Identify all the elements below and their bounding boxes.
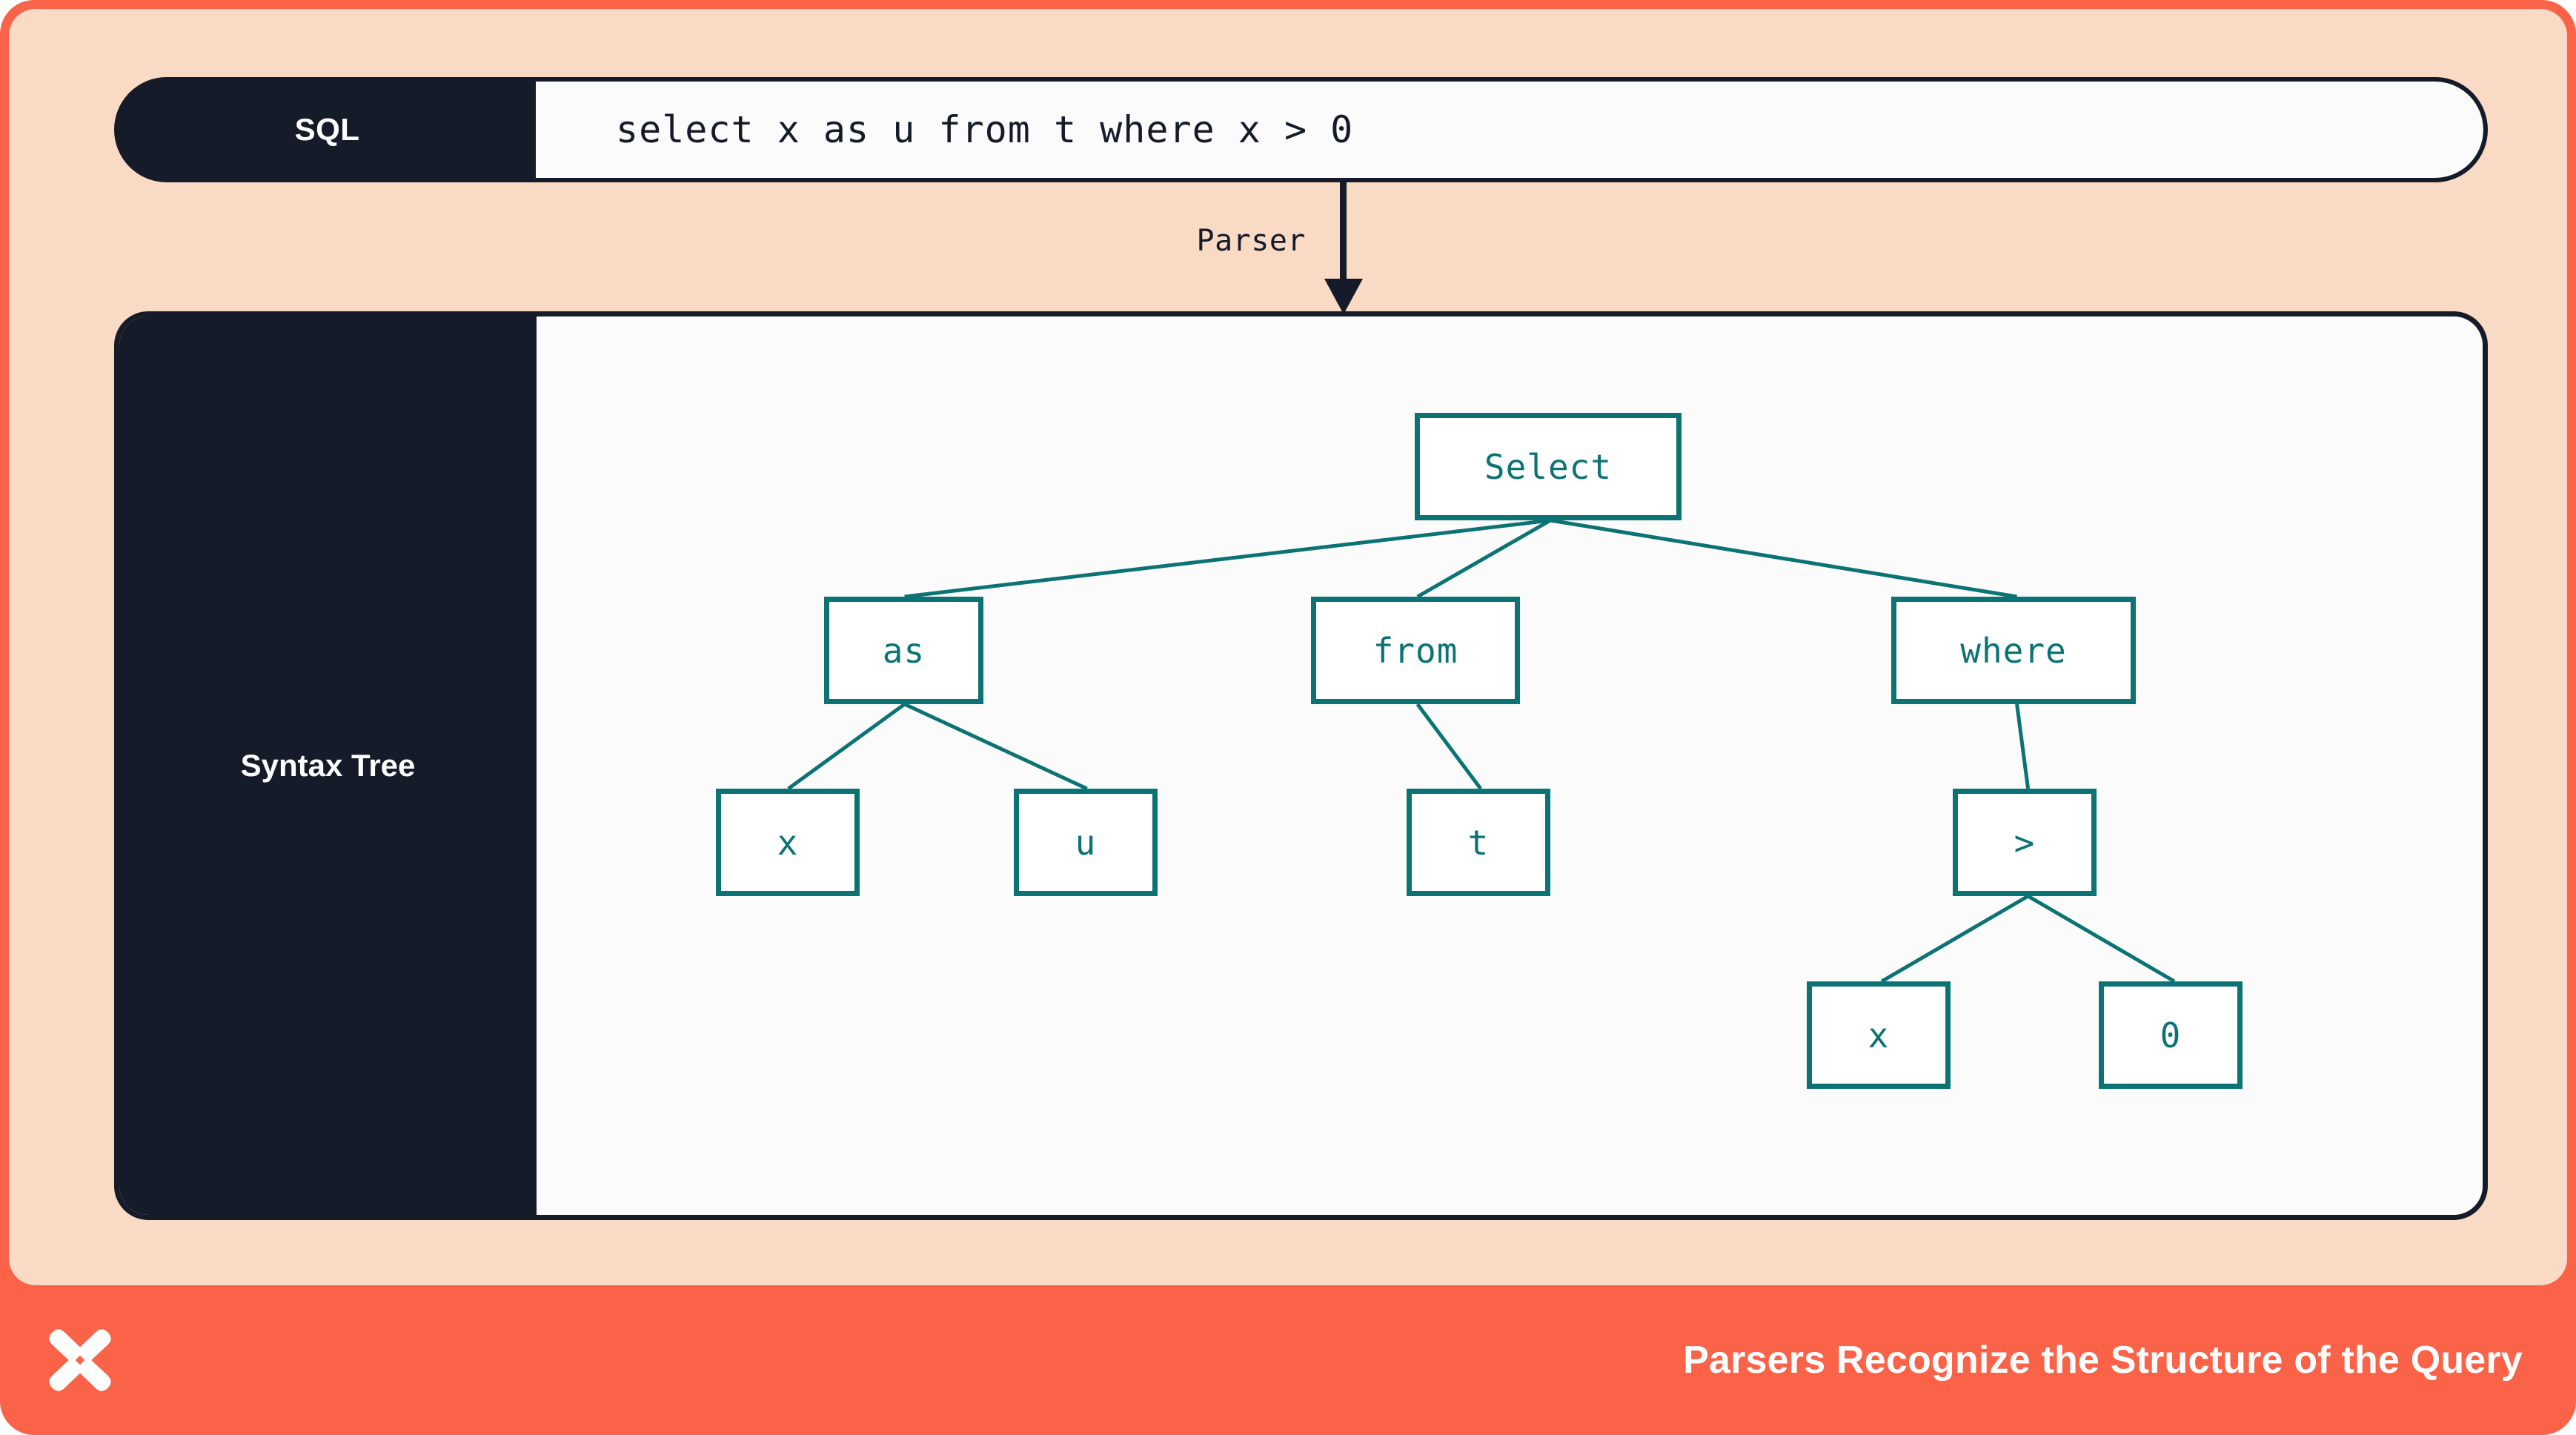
syntax-tree-label: Syntax Tree [119, 317, 537, 1215]
arrow-shaft-icon [1340, 182, 1347, 288]
footer-bar: Parsers Recognize the Structure of the Q… [0, 1285, 2576, 1435]
tree-node-as: as [824, 597, 983, 704]
tree-edge-select-to-as [904, 518, 1551, 599]
tree-node-where: where [1891, 597, 2136, 704]
tree-edge-from-to-from_t [1415, 703, 1482, 790]
arrow-head-icon [1324, 279, 1363, 314]
parser-step-label: Parser [1196, 224, 1306, 258]
tree-node-label: from [1372, 630, 1458, 671]
butterfly-x-logo-icon [42, 1322, 119, 1399]
tree-edge-select-to-where [1550, 518, 2017, 599]
tree-edge-gt-to-gt_x [1880, 894, 2029, 984]
tree-node-label: x [1868, 1015, 1890, 1055]
sql-row-label: SQL [294, 112, 360, 147]
tree-node-as_x: x [716, 789, 860, 896]
parser-arrow [1321, 182, 1365, 314]
sql-input-row: SQL select x as u from t where x > 0 [114, 77, 2488, 182]
footer-caption: Parsers Recognize the Structure of the Q… [1683, 1339, 2523, 1382]
tree-node-gt_x: x [1807, 981, 1951, 1089]
sql-query-text: select x as u from t where x > 0 [616, 108, 1354, 151]
sql-query-field[interactable]: select x as u from t where x > 0 [536, 82, 2483, 178]
tree-node-from_t: t [1407, 789, 1550, 896]
tree-edge-where-to-gt [2015, 703, 2031, 789]
syntax-tree-panel: Syntax Tree Select as from where x u t > x 0 [114, 311, 2488, 1220]
tree-node-gt_0: 0 [2099, 981, 2243, 1089]
tree-edges-svg [787, 518, 2176, 984]
tree-node-as_u: u [1014, 789, 1158, 896]
tree-node-select: Select [1415, 413, 1682, 520]
tree-node-label: where [1960, 630, 2067, 671]
tree-node-label: u [1075, 822, 1097, 863]
tree-node-from: from [1311, 597, 1520, 704]
tree-edge-as-to-as_u [903, 702, 1088, 791]
tree-node-label: as [882, 630, 926, 671]
tree-node-label: 0 [2160, 1015, 2182, 1055]
tree-node-label: x [777, 822, 799, 863]
syntax-tree-canvas: Select as from where x u t > x 0 [537, 317, 2483, 1215]
tree-node-gt: > [1953, 789, 2097, 896]
tree-edge-as-to-as_x [787, 702, 906, 791]
tree-node-label: Select [1484, 446, 1613, 487]
content-canvas: SQL select x as u from t where x > 0 Par… [9, 9, 2567, 1285]
tree-node-label: t [1467, 822, 1490, 863]
tree-edge-select-to-from [1416, 518, 1552, 599]
tree-node-label: > [2014, 822, 2036, 863]
tree-edge-gt-to-gt_0 [2027, 894, 2176, 984]
